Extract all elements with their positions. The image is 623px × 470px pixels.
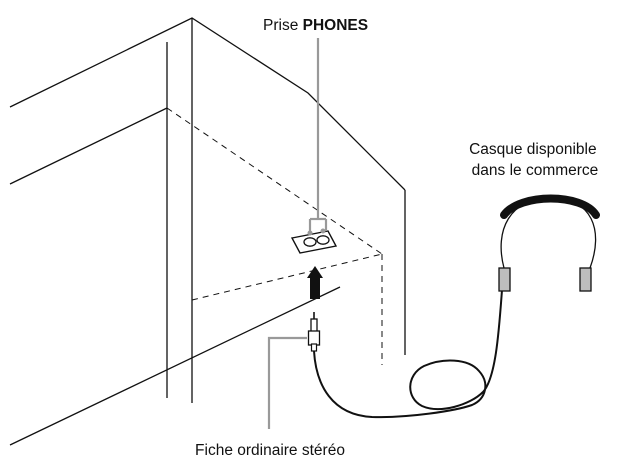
headphones-label-line2: dans le commerce: [472, 162, 599, 179]
plug-leader: [267, 336, 307, 429]
hidden-underside: [166, 107, 383, 365]
jack-hole-left: [303, 237, 317, 247]
earcup-left: [498, 267, 511, 292]
stereo-plug-icon: [307, 312, 321, 352]
insert-arrow-icon: [307, 266, 323, 299]
phones-jack-label: Prise PHONES: [263, 17, 368, 34]
plug-label: Fiche ordinaire stéréo: [195, 442, 345, 459]
jack-hole-right: [316, 235, 330, 245]
hidden-edge-front: [191, 253, 383, 301]
hidden-edge-back: [166, 107, 383, 255]
piano-body: [9, 17, 406, 446]
headphones-icon: [498, 194, 600, 292]
earcup-right: [579, 267, 592, 292]
jack-leader: [308, 38, 328, 233]
phones-jack-label-prefix: Prise: [263, 17, 303, 34]
headphones-label-line1: Casque disponible: [469, 141, 597, 158]
phones-jack-icon: [290, 228, 338, 254]
piano-top-edge: [9, 17, 406, 191]
piano-side-edge-upper: [9, 107, 168, 185]
jack-dot-right: [320, 228, 326, 234]
headphones-cable: [313, 289, 503, 419]
phones-jack-label-name: PHONES: [303, 17, 368, 34]
piano-side-edge-lower: [9, 286, 341, 446]
headband-padding: [500, 194, 600, 219]
headphones-label: Casque disponible dans le commerce: [469, 141, 601, 179]
